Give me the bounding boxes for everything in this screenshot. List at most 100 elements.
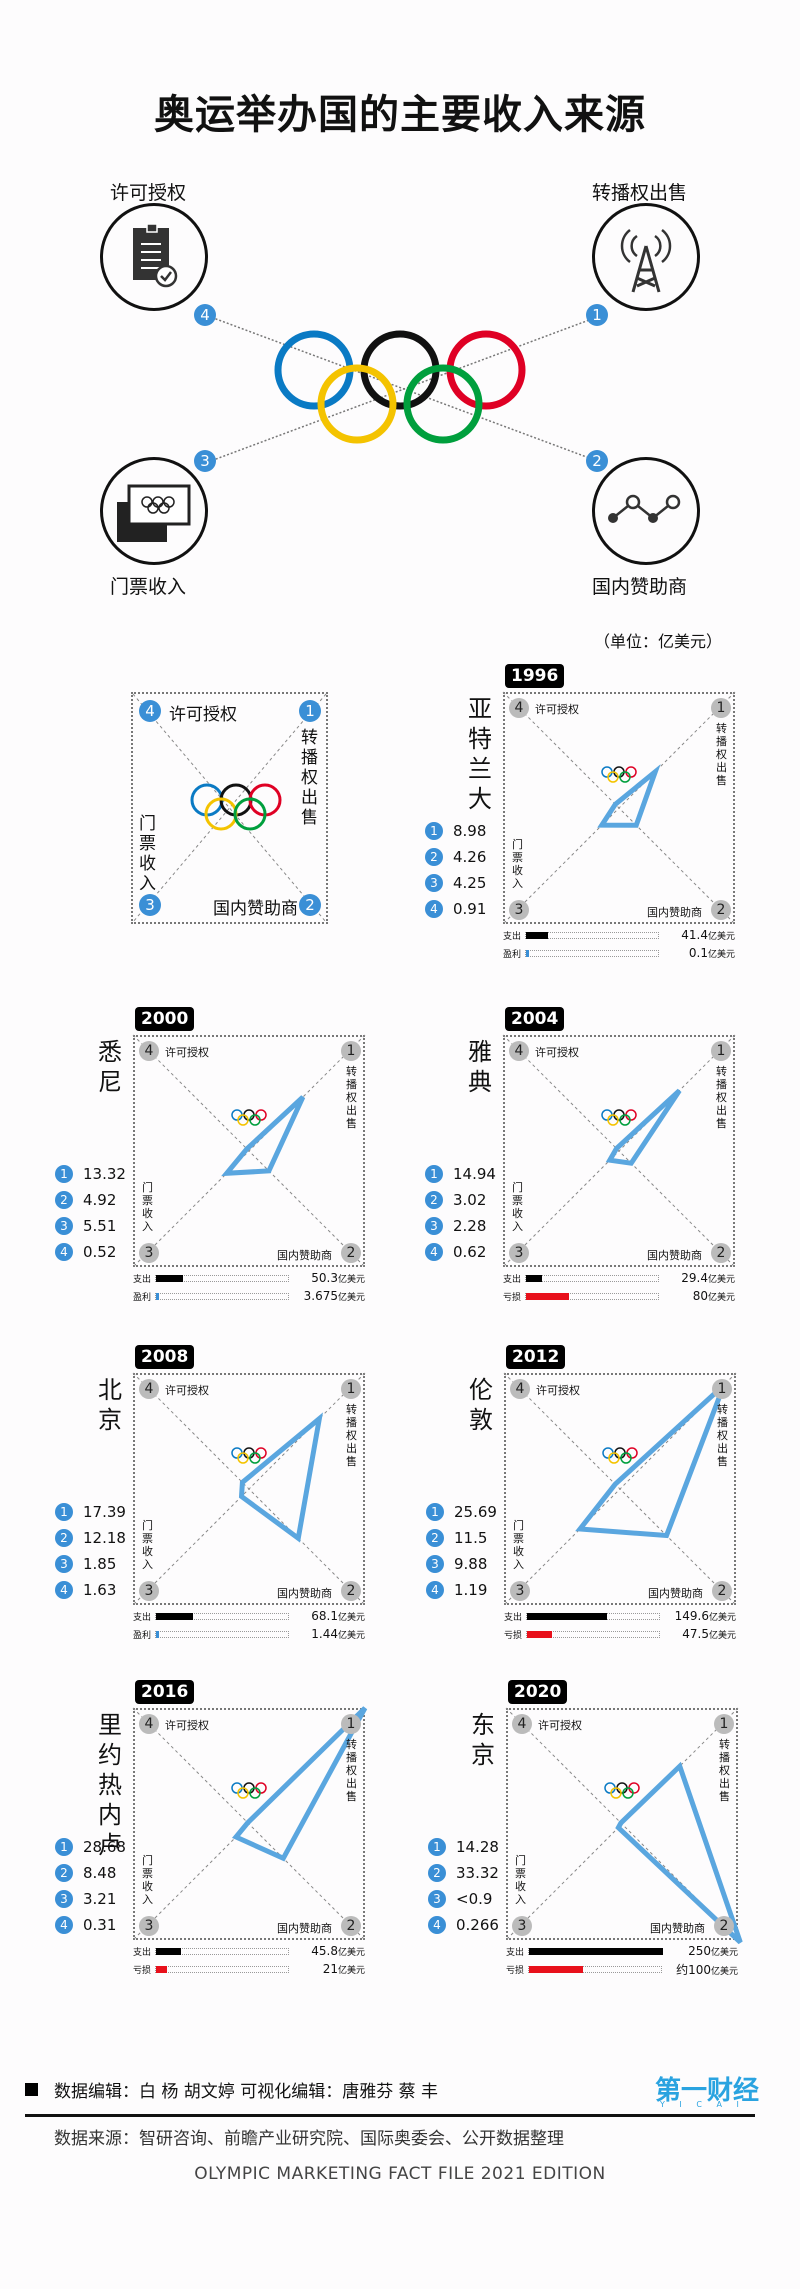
result-unit: 亿美元	[707, 950, 735, 960]
result-unit: 亿美元	[707, 1293, 735, 1303]
corner-label-1: 转播权出售	[716, 1065, 727, 1130]
finance-bars: 支出 68.1亿美元 盈利 1.44亿美元	[133, 1607, 365, 1643]
corner-badge-3: 3	[139, 1243, 159, 1263]
radar-chart	[503, 1372, 737, 1606]
category-badge-4: 4	[194, 304, 216, 326]
spend-row: 支出 45.8亿美元	[133, 1942, 365, 1960]
city-name: 悉尼	[98, 1038, 122, 1096]
spend-amount: 149.6	[674, 1609, 709, 1623]
broadcast-tower-icon	[592, 203, 700, 311]
corner-label-1: 转播权出售	[716, 722, 727, 787]
spend-amount: 250	[688, 1944, 711, 1958]
spend-unit: 亿美元	[337, 1613, 365, 1623]
legend-badge-2: 2	[299, 894, 321, 916]
value-badge: 2	[426, 1529, 444, 1547]
value-badge: 3	[55, 1555, 73, 1573]
bullet-square-icon	[25, 2083, 38, 2096]
corner-label-2: 国内赞助商	[650, 1922, 705, 1935]
corner-label-2: 国内赞助商	[648, 1587, 703, 1600]
value-badge: 3	[55, 1890, 73, 1908]
result-value: 3.675亿美元	[304, 1289, 365, 1303]
legend-label-2: 国内赞助商	[213, 899, 298, 919]
corner-badge-3: 3	[509, 1243, 529, 1263]
result-value: 1.44亿美元	[311, 1627, 365, 1641]
result-unit: 亿美元	[337, 1966, 365, 1976]
host-logo-icon	[231, 1782, 267, 1799]
corner-label-3: 门票收入	[142, 1854, 153, 1906]
spend-value: 50.3亿美元	[311, 1271, 365, 1285]
radar-panel: 4 许可授权 1 转播权出售 门票收入 3 国内赞助商 2	[502, 1034, 736, 1268]
corner-badge-2: 2	[341, 1243, 361, 1263]
corner-badge-3: 3	[510, 1581, 530, 1601]
value-badge: 2	[55, 1864, 73, 1882]
value-text: 2.28	[453, 1217, 487, 1235]
category-badge-2: 2	[586, 450, 608, 472]
value-badge: 4	[428, 1916, 446, 1934]
value-text: 0.31	[83, 1916, 117, 1934]
value-text: 0.52	[83, 1243, 117, 1261]
value-text: 17.39	[83, 1503, 126, 1521]
result-bar	[526, 1292, 569, 1300]
spend-unit: 亿美元	[337, 1948, 365, 1958]
edition-label: OLYMPIC MARKETING FACT FILE 2021 EDITION	[194, 2164, 606, 2184]
corner-label-4: 许可授权	[165, 1046, 209, 1059]
value-badge: 1	[55, 1165, 73, 1183]
spend-value: 68.1亿美元	[311, 1609, 365, 1623]
radar-polygon	[238, 1412, 323, 1543]
value-text: 11.5	[454, 1529, 488, 1547]
radar-chart	[132, 1372, 366, 1606]
corner-badge-4: 4	[139, 1714, 159, 1734]
year-tag: 2004	[505, 1007, 565, 1031]
data-source: 数据来源：智研咨询、前瞻产业研究院、国际奥委会、公开数据整理	[54, 2129, 564, 2149]
result-bar	[156, 1965, 168, 1973]
corner-badge-2: 2	[341, 1916, 361, 1936]
spend-bar	[527, 1612, 608, 1620]
spend-value: 149.6亿美元	[675, 1609, 736, 1623]
radar-panel: 4 许可授权 1 转播权出售 门票收入 3 国内赞助商 2	[505, 1707, 743, 1945]
result-row: 亏损 47.5亿美元	[504, 1625, 736, 1643]
corner-label-3: 门票收入	[515, 1854, 526, 1906]
result-value: 80亿美元	[693, 1289, 735, 1303]
corner-label-2: 国内赞助商	[277, 1587, 332, 1600]
value-text: 14.94	[453, 1165, 496, 1183]
year-tag: 1996	[505, 664, 565, 688]
value-badge: 4	[426, 1581, 444, 1599]
result-amount: 47.5	[682, 1627, 709, 1641]
spend-label: 支出	[503, 931, 522, 942]
city-name: 东京	[471, 1711, 495, 1769]
corner-label-3: 门票收入	[513, 1519, 524, 1571]
spend-row: 支出 250亿美元	[506, 1942, 738, 1960]
result-row: 盈利 3.675亿美元	[133, 1287, 365, 1305]
olympic-rings-icon	[274, 330, 526, 444]
result-bar	[527, 1630, 553, 1638]
spend-unit: 亿美元	[337, 1275, 365, 1285]
result-unit: 亿美元	[708, 1631, 736, 1641]
spend-unit: 亿美元	[707, 1275, 735, 1285]
spend-label: 支出	[133, 1274, 152, 1285]
corner-badge-1: 1	[341, 1714, 361, 1734]
result-value: 0.1亿美元	[689, 946, 735, 960]
corner-label-4: 许可授权	[535, 703, 579, 716]
radar-polygon	[575, 1383, 727, 1539]
spend-amount: 68.1	[311, 1609, 338, 1623]
corner-badge-4: 4	[509, 698, 529, 718]
spend-row: 支出 29.4亿美元	[503, 1269, 735, 1287]
result-amount: 3.675	[303, 1289, 338, 1303]
value-badge: 3	[55, 1217, 73, 1235]
radar-panel: 4 许可授权 1 转播权出售 门票收入 3 国内赞助商 2	[132, 1706, 368, 1941]
value-text: 4.26	[453, 848, 487, 866]
finance-bars: 支出 50.3亿美元 盈利 3.675亿美元	[133, 1269, 365, 1305]
corner-badge-3: 3	[509, 900, 529, 920]
year-tag: 2000	[135, 1007, 195, 1031]
category-label-3: 门票收入	[110, 576, 187, 598]
result-track	[525, 1292, 659, 1300]
value-text: 4.92	[83, 1191, 117, 1209]
spend-value: 29.4亿美元	[681, 1271, 735, 1285]
